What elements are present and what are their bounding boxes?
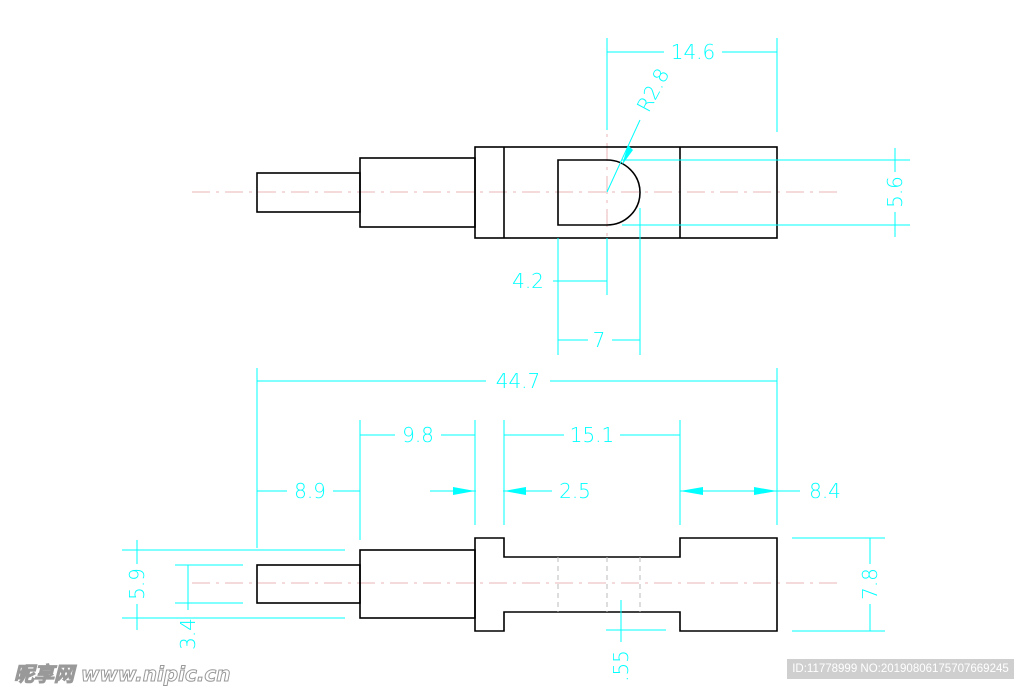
side-view [192, 537, 840, 632]
pin [256, 564, 361, 604]
dim-3-4: 3.4 [176, 618, 200, 650]
dim-5-6: 5.6 [883, 176, 907, 208]
dim-8-4: 8.4 [809, 479, 841, 503]
dim-2-5: 2.5 [559, 479, 591, 503]
dim-r2-8: R2.8 [632, 64, 675, 116]
body [474, 146, 778, 239]
id-label: ID:11778999 NO:20190806175707669245 [787, 659, 1014, 679]
dim-15-1: 15.1 [570, 423, 615, 447]
dim-14-6: 14.6 [671, 40, 716, 64]
dim-9-8: 9.8 [402, 423, 434, 447]
dim-8-9: 8.9 [294, 479, 326, 503]
dim-0-55: .55 [609, 650, 633, 682]
body [474, 537, 778, 632]
shank [359, 549, 476, 619]
dim-4-2: 4.2 [512, 269, 544, 293]
watermark: 昵享网 www.nipic.cn [14, 662, 232, 687]
side-view-dimensions: 44.7 9.8 15.1 8.9 2.5 8.4 5.9 3.4 [122, 368, 885, 682]
dim-5-9: 5.9 [125, 568, 149, 600]
dim-7-8: 7.8 [858, 568, 882, 600]
top-view [192, 110, 840, 240]
top-view-dimensions: 14.6 R2.8 5.6 4.2 7 [512, 38, 910, 355]
slot [557, 159, 641, 226]
dim-7: 7 [593, 328, 606, 352]
dim-44-7: 44.7 [496, 369, 541, 393]
